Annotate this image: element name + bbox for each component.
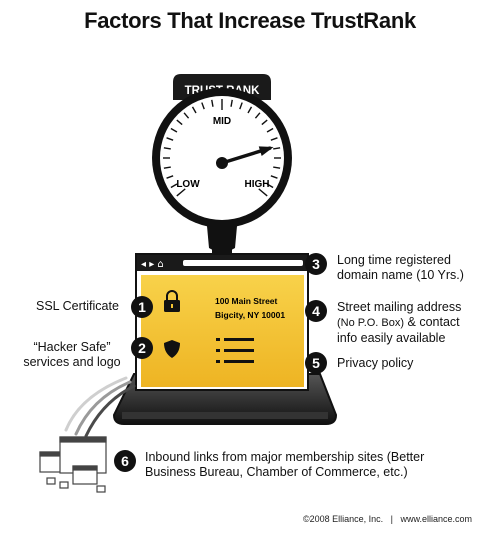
gauge-tick	[211, 99, 214, 107]
trust-gauge: MID LOW HIGH	[152, 88, 292, 228]
list-icon	[216, 338, 254, 363]
factor-4-line3: info easily available	[337, 331, 446, 345]
factor-4-line2-small: (No P.O. Box)	[337, 317, 405, 329]
factor-badge-6: 6	[114, 450, 136, 472]
factor-badge-3: 3	[305, 253, 327, 275]
svg-text:1: 1	[138, 299, 146, 315]
gauge-tick	[170, 127, 178, 133]
factor-6-line2: Business Bureau, Chamber of Commerce, et…	[145, 465, 408, 479]
page-title: Factors That Increase TrustRank	[84, 8, 416, 33]
factor-badge-5: 5	[305, 352, 327, 374]
factor-6-label: Inbound links from major membership site…	[145, 450, 424, 480]
factor-3-line2: domain name (10 Yrs.)	[337, 268, 464, 282]
factor-2-label: “Hacker Safe” services and logo	[15, 340, 129, 370]
factor-4-label: Street mailing address (No P.O. Box) & c…	[337, 300, 461, 346]
browser-nav-icons: ◂ ▸ ⌂	[141, 259, 164, 270]
factor-2-line1: “Hacker Safe”	[33, 340, 111, 354]
factor-badge-1: 1	[131, 296, 153, 318]
business-address-line1: 100 Main Street	[215, 296, 278, 306]
gauge-tick	[254, 112, 261, 119]
factor-4-line1: Street mailing address	[337, 300, 462, 314]
factor-1-label: SSL Certificate	[36, 299, 119, 313]
gauge-tick	[273, 147, 281, 150]
svg-text:2: 2	[138, 340, 146, 356]
gauge-tick	[201, 102, 205, 110]
factor-badge-4: 4	[305, 300, 327, 322]
gauge-label-mid: MID	[213, 116, 231, 127]
gauge-tick	[266, 183, 274, 189]
gauge-tick	[191, 106, 197, 114]
membership-site-windows	[39, 436, 107, 493]
address-bar	[183, 260, 303, 266]
inbound-link-arcs	[64, 376, 136, 438]
gauge-tick	[163, 166, 171, 169]
svg-text:3: 3	[312, 256, 320, 272]
gauge-needle-tip	[258, 146, 274, 156]
svg-text:5: 5	[312, 355, 320, 371]
gauge-tick	[176, 188, 186, 197]
factor-2-line2: services and logo	[23, 355, 121, 369]
factor-3-line1: Long time registered	[337, 253, 451, 267]
gauge-tick	[239, 102, 243, 110]
lock-icon	[164, 290, 180, 312]
gauge-label-high: HIGH	[245, 179, 270, 190]
gauge-tick	[176, 119, 183, 126]
gauge-tick	[163, 147, 171, 150]
factor-badge-2: 2	[131, 337, 153, 359]
gauge-tick	[270, 137, 278, 141]
gauge-tick	[273, 166, 281, 169]
gauge-tick	[258, 188, 268, 197]
gauge-tick	[166, 137, 174, 141]
gauge-stem	[207, 226, 237, 252]
factor-4-line2-rest: & contact	[404, 315, 460, 329]
copyright-credit: ©2008 Elliance, Inc. | www.elliance.com	[302, 514, 472, 524]
svg-text:4: 4	[312, 303, 320, 319]
factor-6-line1: Inbound links from major membership site…	[145, 450, 425, 464]
gauge-tick	[170, 183, 178, 189]
gauge-ticks	[163, 99, 281, 197]
browser-page	[141, 275, 304, 387]
shield-icon	[164, 340, 180, 358]
gauge-label-low: LOW	[176, 179, 200, 190]
gauge-tick	[166, 175, 174, 179]
svg-text:6: 6	[121, 453, 129, 469]
factor-5-label: Privacy policy	[337, 356, 414, 370]
business-address-line2: Bigcity, NY 10001	[215, 310, 285, 320]
gauge-tick	[183, 112, 190, 119]
gauge-tick	[230, 99, 233, 107]
gauge-tick	[266, 127, 274, 133]
gauge-tick	[261, 119, 268, 126]
gauge-tick	[270, 175, 278, 179]
gauge-tick	[247, 106, 253, 114]
factor-3-label: Long time registered domain name (10 Yrs…	[337, 253, 464, 283]
browser-window: ◂ ▸ ⌂ 100 Main Street Bigcity, NY 10001	[135, 253, 309, 391]
